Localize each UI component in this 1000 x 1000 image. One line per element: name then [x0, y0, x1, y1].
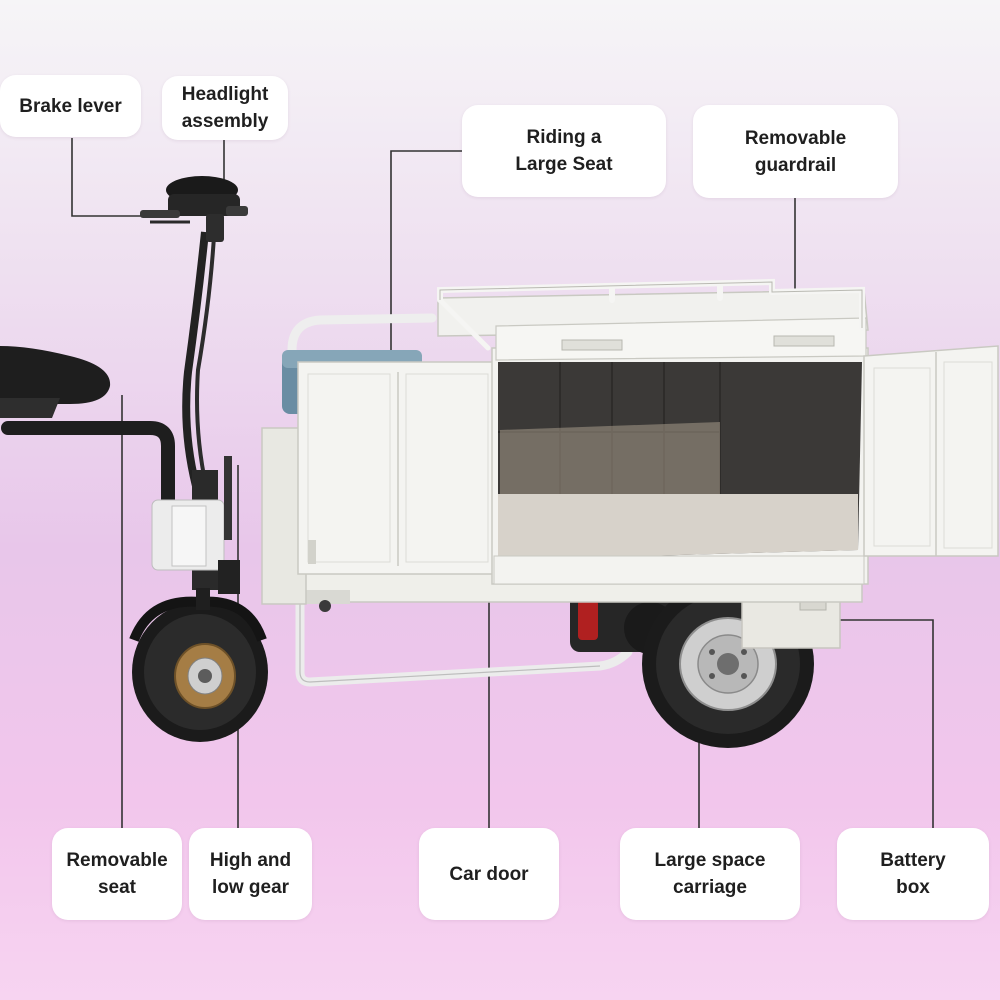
- callout-car-door: Car door: [419, 828, 559, 920]
- callout-removable-seat: Removable seat: [52, 828, 182, 920]
- callout-guardrail: Removable guardrail: [693, 105, 898, 198]
- callout-guardrail-text: Removable guardrail: [744, 127, 847, 176]
- rider-seat: [0, 346, 175, 513]
- callout-battery: Battery box: [837, 828, 989, 920]
- callout-brake-lever: Brake lever: [0, 75, 141, 137]
- leader-battery: [828, 619, 934, 828]
- callout-headlight: Headlight assembly: [162, 76, 288, 140]
- callout-removable-seat-text: Removable seat: [66, 850, 168, 898]
- callout-riding-seat: Riding a Large Seat: [462, 105, 666, 197]
- leader-brake-lever: [71, 138, 160, 217]
- leader-riding-seat: [390, 150, 462, 352]
- callout-carriage-text: Large space carriage: [654, 850, 766, 898]
- front-cabin: [261, 313, 497, 605]
- callout-riding-seat-text: Riding a Large Seat: [515, 127, 613, 175]
- callout-brake-lever-text: Brake lever: [19, 95, 122, 117]
- steering-column: [151, 231, 240, 610]
- callout-car-door-text: Car door: [449, 863, 529, 885]
- callout-gear-text: High and low gear: [209, 850, 292, 898]
- side-door-panel: [863, 345, 999, 557]
- callout-battery-text: Battery box: [880, 850, 946, 898]
- cargo-carriage: [437, 289, 869, 585]
- front-wheel: [129, 596, 268, 742]
- callout-gear: High and low gear: [189, 828, 312, 920]
- handlebar: [140, 176, 248, 242]
- callout-carriage: Large space carriage: [620, 828, 800, 920]
- callout-headlight-text: Headlight assembly: [181, 84, 269, 132]
